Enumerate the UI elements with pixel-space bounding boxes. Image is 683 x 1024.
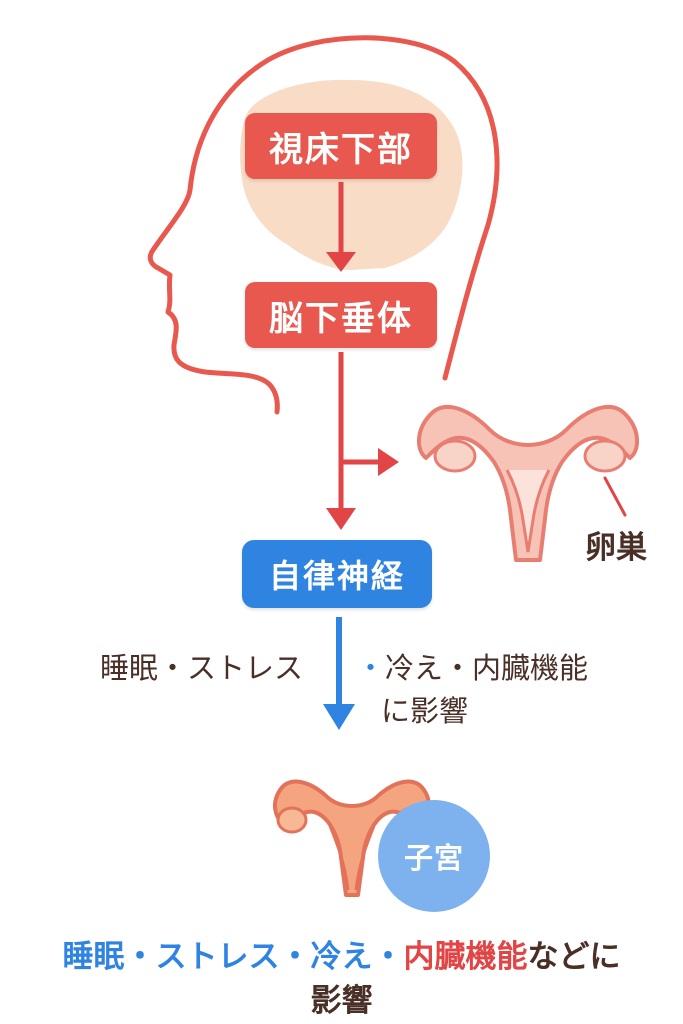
arrow-hypothalamus-to-pituitary: [326, 182, 356, 272]
summary-line2: 影響: [310, 983, 373, 1019]
summary-blue-part: 睡眠・ストレス・冷え・: [62, 939, 404, 975]
cold-organ-text: 冷え・内臓機能: [385, 651, 589, 685]
cold-organ-label-line2: に影響: [381, 694, 469, 728]
arrow-pituitary-to-autonomic: [326, 352, 356, 530]
blue-bullet-dot: ・: [356, 651, 386, 685]
pituitary-label: 脳下垂体: [269, 298, 413, 339]
summary-text: 睡眠・ストレス・冷え・内臓機能などに 影響: [40, 935, 643, 1023]
ovary-label: 卵巣: [585, 530, 647, 566]
autonomic-nerve-box: 自律神経: [242, 540, 432, 608]
hypothalamus-box: 視床下部: [245, 113, 437, 179]
hypothalamus-label: 視床下部: [269, 129, 413, 170]
summary-brown-part: などに: [527, 939, 621, 975]
summary-red-part: 内臓機能: [403, 939, 528, 975]
ovary-pointer-line: [603, 476, 627, 517]
head-outline-icon: [147, 35, 500, 415]
arrow-branch-to-ovary: [341, 448, 399, 476]
pituitary-box: 脳下垂体: [245, 282, 437, 348]
autonomic-nerve-label: 自律神経: [268, 557, 405, 595]
cold-organ-label-line1: ・冷え・内臓機能: [356, 645, 588, 687]
uterus-ovary-icon: [417, 404, 639, 562]
sleep-stress-label: 睡眠・ストレス: [100, 651, 304, 685]
uterus-badge: 子宮: [378, 800, 490, 912]
uterus-label: 子宮: [403, 841, 464, 875]
summary-line1: 睡眠・ストレス・冷え・内臓機能などに: [40, 935, 643, 979]
arrow-autonomic-to-uterus: [323, 617, 355, 730]
